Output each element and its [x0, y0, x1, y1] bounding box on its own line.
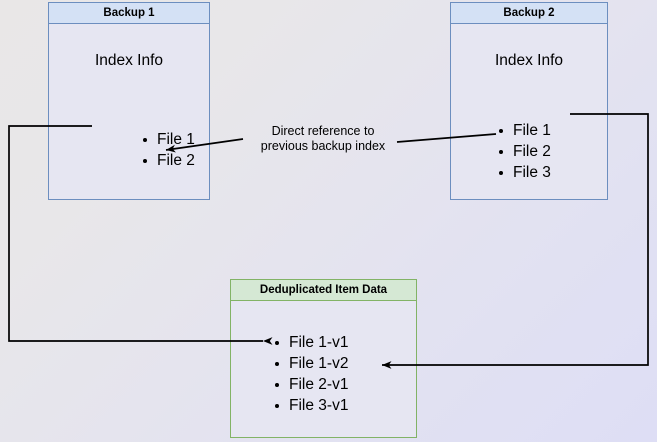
backup-2-box[interactable]: Backup 2 Index Info File 1 File 2 File 3 — [450, 2, 608, 200]
direct-reference-label-line-2: previous backup index — [260, 139, 386, 153]
list-item: File 2-v1 — [273, 374, 348, 395]
list-item: File 1-v2 — [273, 353, 348, 374]
backup-2-index-info-label: Index Info — [494, 52, 564, 69]
backup-1-file-list: File 1 File 2 — [141, 129, 195, 171]
direct-reference-label: Direct reference to previous backup inde… — [243, 124, 403, 154]
list-item: File 3 — [497, 162, 551, 183]
backup-2-body: Index Info File 1 File 2 File 3 — [451, 24, 607, 199]
list-item: File 2 — [141, 150, 195, 171]
list-item: File 1-v1 — [273, 332, 348, 353]
deduplicated-item-data-header: Deduplicated Item Data — [231, 280, 416, 301]
backup-2-header: Backup 2 — [451, 3, 607, 24]
dedup-file-list: File 1-v1 File 1-v2 File 2-v1 File 3-v1 — [273, 332, 348, 416]
list-item: File 2 — [497, 141, 551, 162]
backup-1-index-info-label: Index Info — [94, 52, 164, 69]
list-item: File 1 — [141, 129, 195, 150]
direct-reference-label-line-1: Direct reference to — [271, 124, 375, 138]
deduplicated-item-data-box[interactable]: Deduplicated Item Data File 1-v1 File 1-… — [230, 279, 417, 438]
backup-1-body: Index Info File 1 File 2 — [49, 24, 209, 199]
backup-2-file-list: File 1 File 2 File 3 — [497, 120, 551, 183]
deduplicated-item-data-body: File 1-v1 File 1-v2 File 2-v1 File 3-v1 — [231, 301, 416, 437]
backup-1-box[interactable]: Backup 1 Index Info File 1 File 2 — [48, 2, 210, 200]
list-item: File 3-v1 — [273, 395, 348, 416]
list-item: File 1 — [497, 120, 551, 141]
backup-1-header: Backup 1 — [49, 3, 209, 24]
